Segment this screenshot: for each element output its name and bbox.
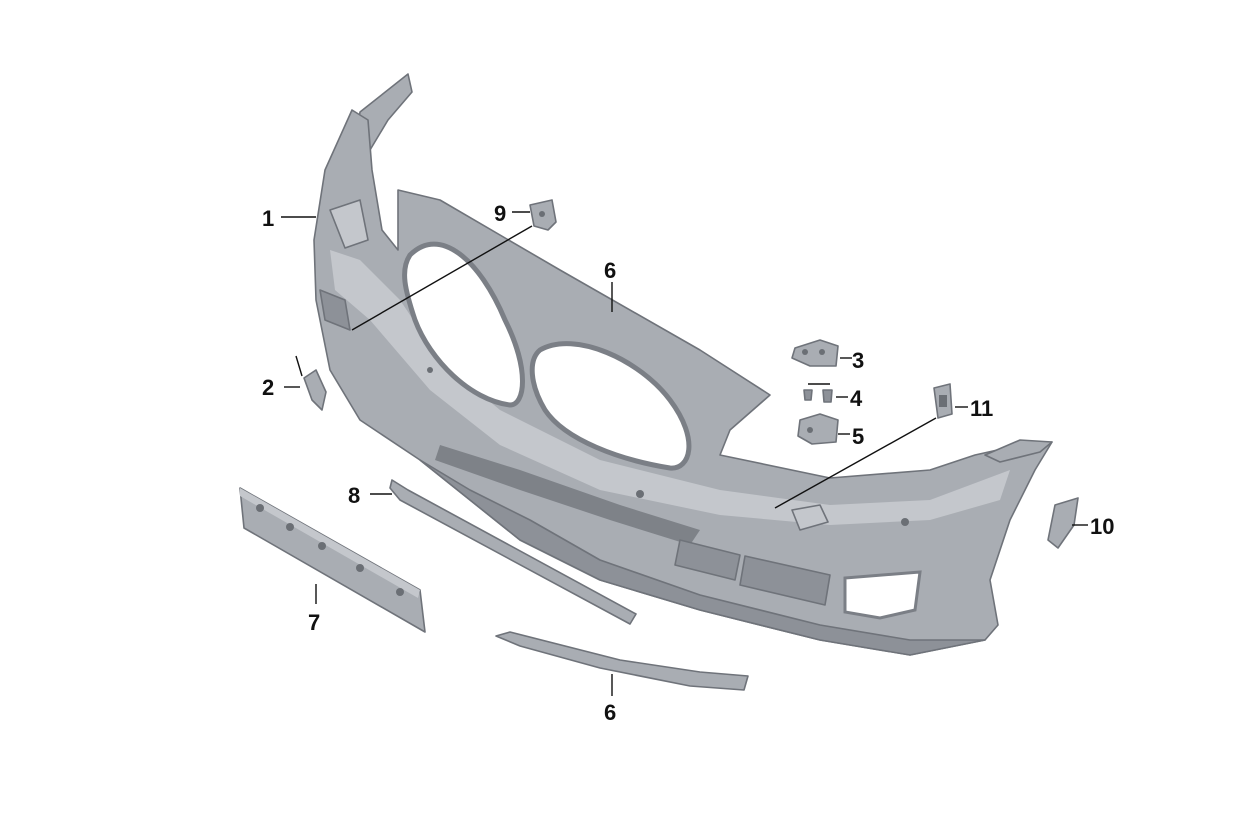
part-6-lower-trim [495,631,749,691]
callout-labels: 1 2 3 4 5 6 6 7 8 9 10 11 [262,201,1114,725]
part-11-sensor-bracket [933,383,953,419]
part-4-clips [803,383,833,403]
part-10-side-bracket [1047,497,1079,549]
callout-10: 10 [1090,514,1114,539]
part-8-trim-strip [389,479,637,625]
callout-1: 1 [262,206,274,231]
part-5-bracket [797,413,839,445]
part-2-cover [295,355,327,411]
callout-4: 4 [850,386,863,411]
bumper-cover [313,73,1053,656]
callout-9: 9 [494,201,506,226]
callout-7: 7 [308,610,320,635]
part-3-bracket [791,339,839,367]
leader-lines [281,211,1088,696]
callout-8: 8 [348,483,360,508]
callout-6-lower: 6 [604,700,616,725]
callout-2: 2 [262,375,274,400]
callout-3: 3 [852,348,864,373]
callout-6-upper: 6 [604,258,616,283]
part-7-plate-base [239,487,426,633]
part-9-bracket [529,199,557,231]
callout-5: 5 [852,424,864,449]
callout-11: 11 [970,396,993,421]
